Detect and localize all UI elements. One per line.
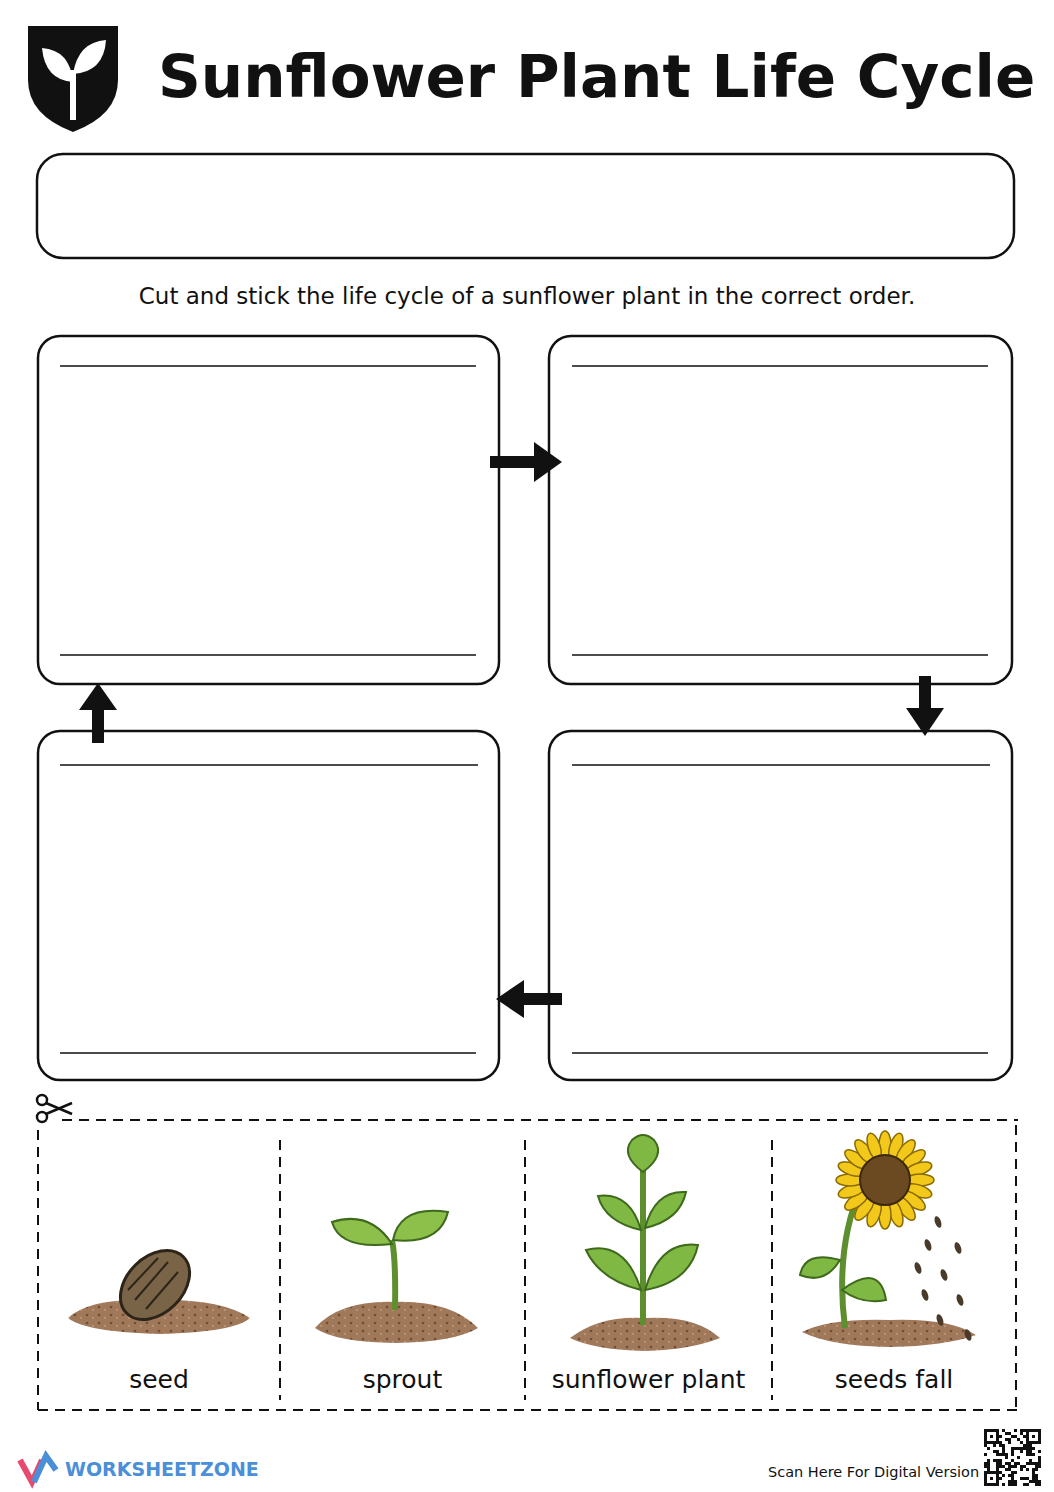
instruction-text: Cut and stick the life cycle of a sunflo… [0,283,1054,309]
worksheet-title: Sunflower Plant Life Cycle [158,42,1035,111]
cut-out-card: sunflower plant [527,1122,770,1408]
cut-out-card: sprout [282,1122,523,1408]
cut-out-card: seed [40,1122,278,1408]
cut-out-card: seeds fall [774,1122,1014,1408]
brand-name: WORKSHEETZONE [65,1458,259,1480]
qr-note: Scan Here For Digital Version [768,1464,979,1480]
card-caption: sunflower plant [527,1365,770,1394]
card-caption: seed [40,1365,278,1394]
card-caption: sprout [282,1365,523,1394]
card-caption: seeds fall [774,1365,1014,1394]
